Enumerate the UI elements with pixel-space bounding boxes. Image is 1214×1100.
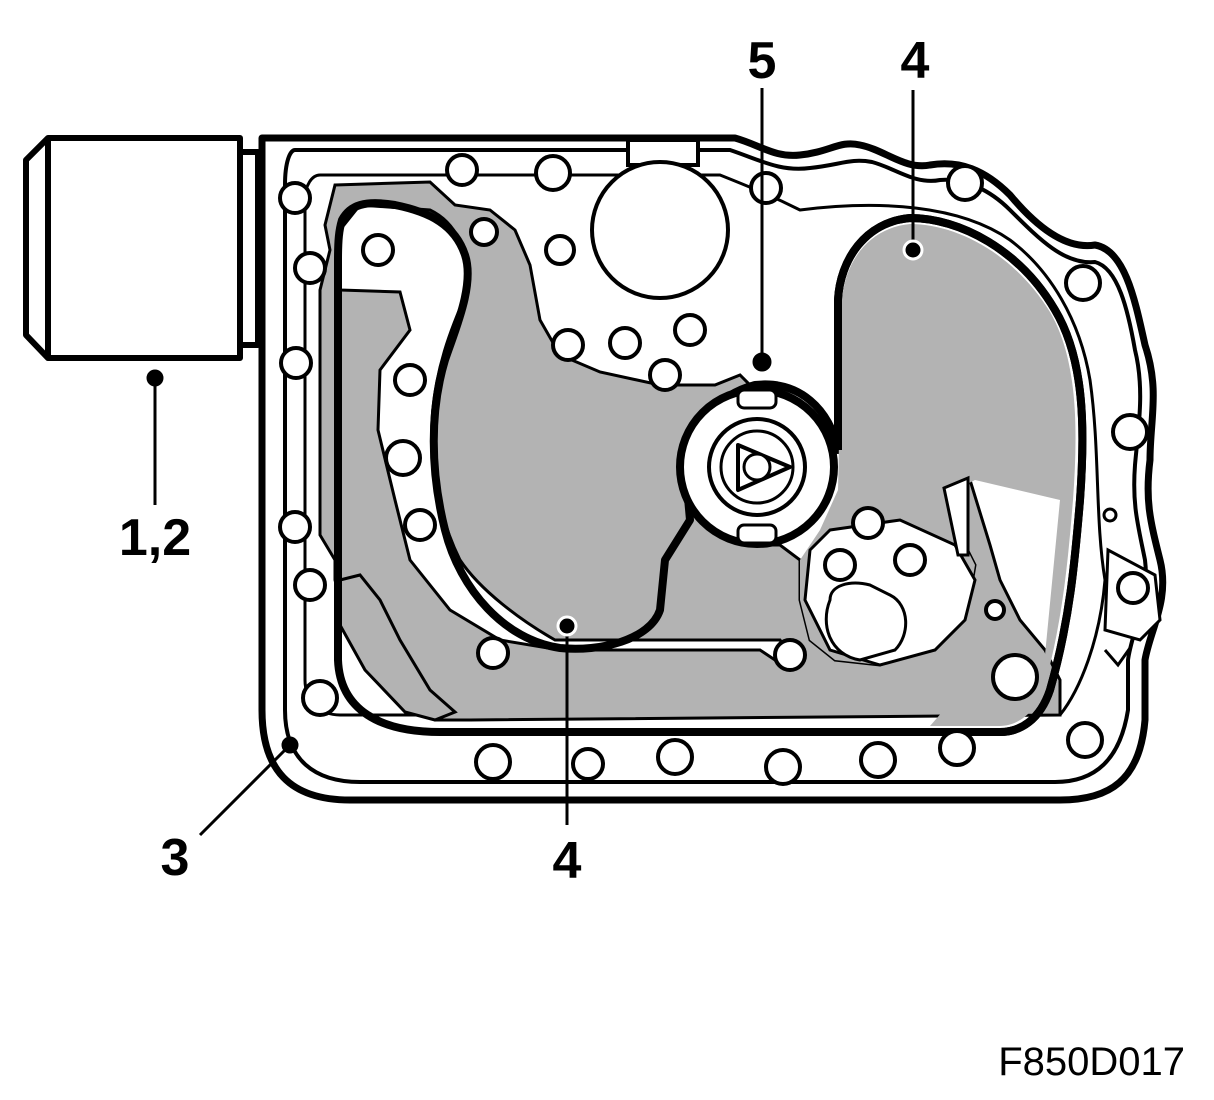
callout-label-4-bottom: 4 bbox=[553, 832, 582, 890]
bolt-hole bbox=[893, 543, 927, 577]
bolt-hole bbox=[1111, 413, 1149, 451]
callout-label-5: 5 bbox=[748, 32, 777, 90]
bolt-hole bbox=[673, 313, 707, 347]
bolt-hole bbox=[1066, 721, 1104, 759]
callout-label-4-top: 4 bbox=[901, 32, 930, 90]
bolt-hole bbox=[445, 153, 479, 187]
bolt-hole bbox=[991, 653, 1039, 701]
bolt-hole bbox=[1064, 264, 1102, 302]
bolt-hole bbox=[946, 164, 984, 202]
central-spool bbox=[676, 386, 838, 548]
bolt-hole bbox=[851, 506, 885, 540]
bolt-hole bbox=[984, 599, 1006, 621]
housing-flange bbox=[283, 148, 1148, 784]
bolt-hole bbox=[823, 548, 857, 582]
bolt-hole bbox=[608, 326, 642, 360]
callout-label-3: 3 bbox=[161, 829, 190, 887]
bolt-hole bbox=[1116, 571, 1150, 605]
bolt-hole bbox=[773, 638, 807, 672]
gasket-strip-lower-left bbox=[338, 573, 458, 722]
bolt-hole bbox=[938, 729, 976, 767]
bolt-hole bbox=[859, 741, 897, 779]
bolt-hole bbox=[384, 439, 422, 477]
bolt-hole bbox=[534, 154, 572, 192]
bolt-hole bbox=[749, 171, 783, 205]
solenoid-cylinder bbox=[23, 135, 261, 361]
bolt-hole bbox=[551, 328, 585, 362]
bolt-hole bbox=[393, 363, 427, 397]
bolt-hole bbox=[293, 251, 327, 285]
pump-housing bbox=[590, 138, 730, 300]
gasket-right-lobe-outline bbox=[834, 213, 1087, 736]
figure-code: F850D017 bbox=[998, 1040, 1185, 1084]
bolt-hole bbox=[361, 233, 395, 267]
bolt-hole bbox=[544, 234, 576, 266]
bolt-hole bbox=[301, 679, 339, 717]
bolt-holes bbox=[278, 153, 1150, 786]
leader-lines bbox=[146, 88, 924, 837]
bolt-hole bbox=[571, 747, 605, 781]
bolt-hole bbox=[278, 510, 312, 544]
bolt-hole bbox=[476, 636, 510, 670]
bolt-hole bbox=[764, 748, 802, 786]
callout-label-1-2: 1,2 bbox=[119, 509, 191, 567]
bolt-hole bbox=[293, 568, 327, 602]
bolt-hole bbox=[656, 738, 694, 776]
bolt-hole bbox=[648, 358, 682, 392]
bolt-hole bbox=[278, 181, 312, 215]
bolt-hole bbox=[469, 217, 499, 247]
bolt-hole bbox=[474, 743, 512, 781]
bolt-hole bbox=[279, 346, 313, 380]
bolt-hole bbox=[403, 508, 437, 542]
